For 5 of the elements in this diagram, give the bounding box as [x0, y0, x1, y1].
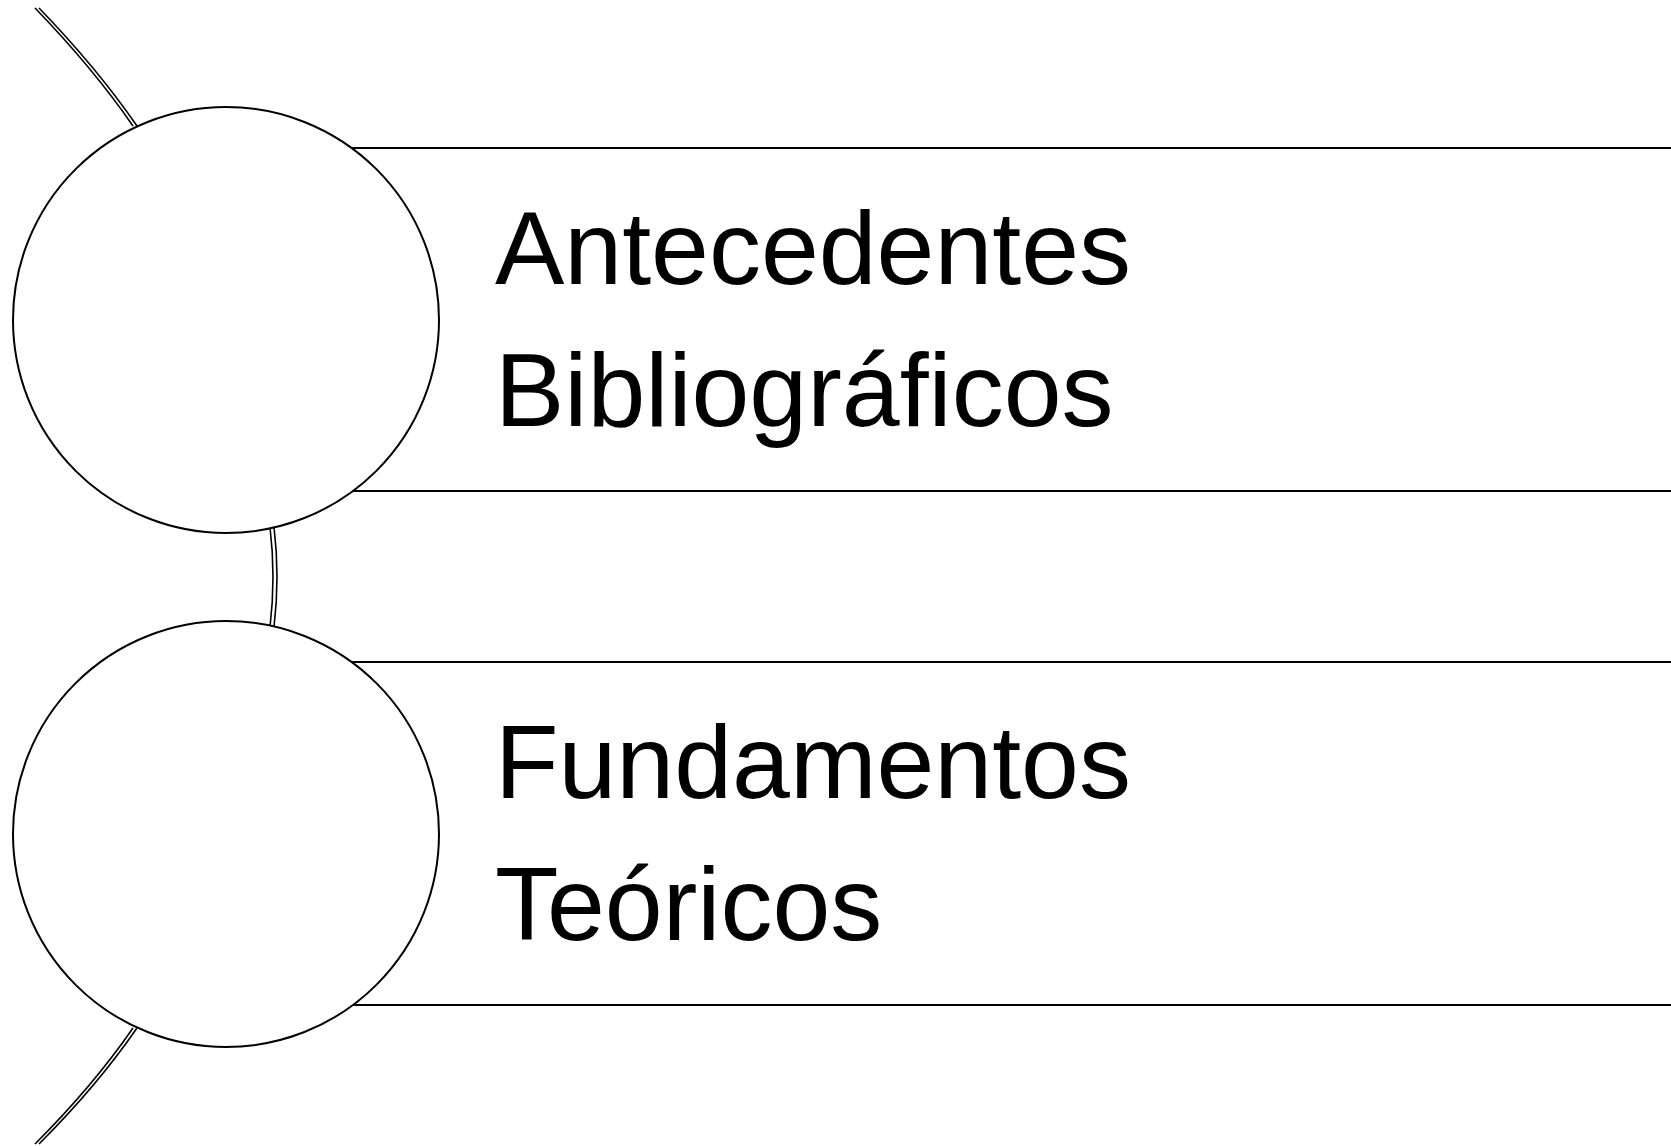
connector-line: [269, 526, 278, 628]
band-text: Fundamentos Teóricos: [495, 703, 1132, 964]
band-text: Antecedentes Bibliográficos: [495, 189, 1133, 450]
list-band: [440, 147, 1671, 492]
list-band: [440, 661, 1671, 1006]
